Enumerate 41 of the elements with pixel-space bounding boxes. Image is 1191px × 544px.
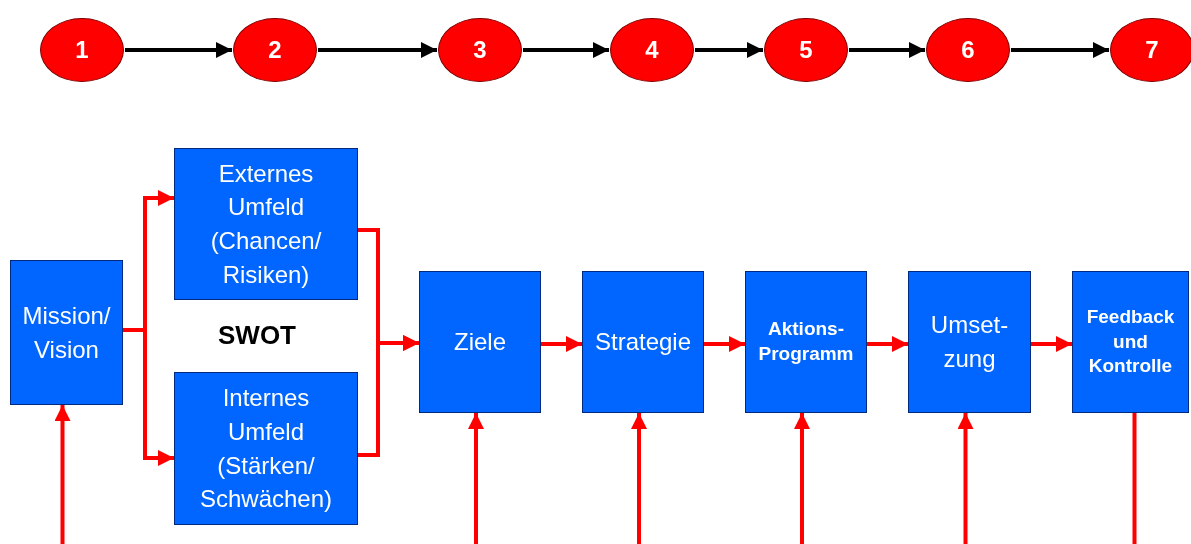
arrow [867, 336, 908, 352]
process-box [908, 271, 1031, 413]
arrow [318, 42, 437, 58]
arrow [358, 335, 419, 457]
arrow [695, 42, 763, 58]
process-box [174, 372, 358, 525]
arrow [704, 336, 745, 352]
process-box [419, 271, 541, 413]
step-number: 3 [473, 36, 487, 64]
step-number: 7 [1145, 36, 1159, 64]
step-number: 1 [75, 36, 89, 64]
step-number: 4 [645, 36, 659, 64]
process-box [582, 271, 704, 413]
box-label: Feedback und Kontrolle [1085, 304, 1176, 379]
arrow [849, 42, 925, 58]
arrow [957, 413, 974, 544]
process-box [10, 260, 123, 405]
arrow [794, 413, 810, 544]
arrow [468, 413, 484, 544]
arrow [125, 42, 232, 58]
arrow [523, 42, 609, 58]
box-label: Internes Umfeld (Stärken/ Schwächen) [198, 383, 334, 515]
box-label: Umset- zung [929, 310, 1010, 374]
arrow [541, 336, 582, 352]
step-number: 5 [799, 36, 813, 64]
process-box [745, 271, 867, 413]
step-number: 6 [961, 36, 975, 64]
box-label: Strategie [594, 327, 692, 358]
arrow [631, 413, 647, 544]
box-label: Ziele [454, 327, 506, 358]
swot-label: SWOT [218, 320, 296, 351]
process-box [174, 148, 358, 300]
arrow [54, 405, 71, 544]
process-box [1072, 271, 1189, 413]
box-label: Externes Umfeld (Chancen/ Risiken) [209, 158, 323, 290]
arrow [123, 328, 174, 466]
arrow [1011, 42, 1109, 58]
arrow [1031, 336, 1072, 352]
step-number: 2 [268, 36, 282, 64]
box-label: Aktions- Programm [757, 317, 855, 366]
box-label: Mission/ Vision [21, 300, 112, 365]
